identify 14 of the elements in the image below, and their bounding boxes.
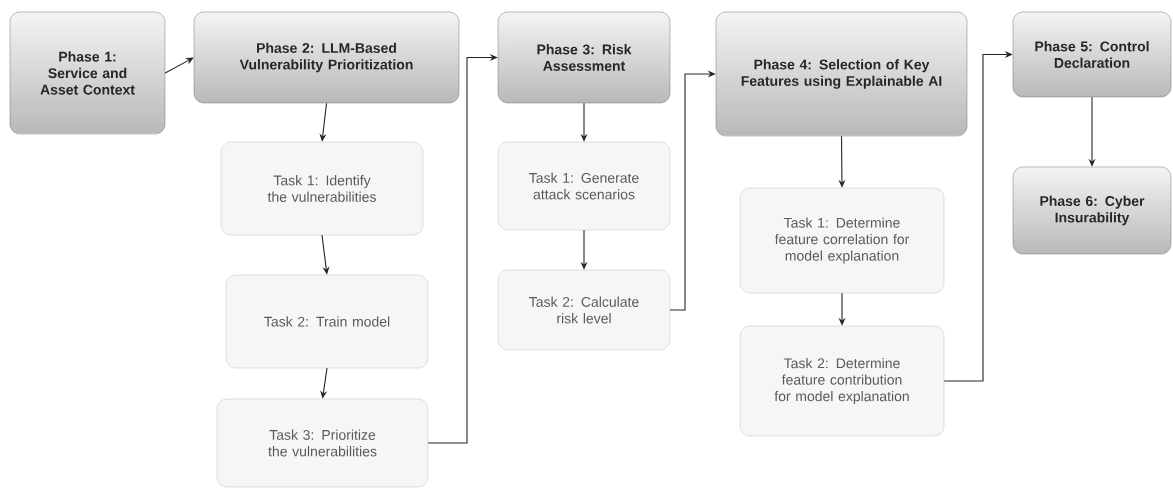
phase-box: Phase 6: Cyber Insurability <box>1012 166 1172 255</box>
task-box: Task 2: Train model <box>225 274 429 369</box>
phase-box: Phase 5: Control Declaration <box>1012 11 1172 98</box>
phase-box: Phase 2: LLM-Based Vulnerability Prioritization <box>193 11 460 104</box>
task-box: Task 2: Determine feature contribution for model explanation <box>739 325 945 437</box>
task-box: Task 1: Generate attack scenarios <box>497 141 671 231</box>
arrow <box>164 57 194 74</box>
task-box: Task 1: Identify the vulnerabilities <box>220 141 424 236</box>
task-box: Task 2: Calculate risk level <box>497 269 671 351</box>
phase-box: Phase 1: Service and Asset Context <box>9 11 166 135</box>
phase-box: Phase 4: Selection of Key Features using Explainable AI <box>715 11 968 137</box>
task-box: Task 1: Determine feature correlation for model explanation <box>739 187 945 294</box>
task-box: Task 3: Prioritize the vulnerabilities <box>216 398 429 488</box>
phase-box: Phase 3: Risk Assessment <box>497 11 671 104</box>
